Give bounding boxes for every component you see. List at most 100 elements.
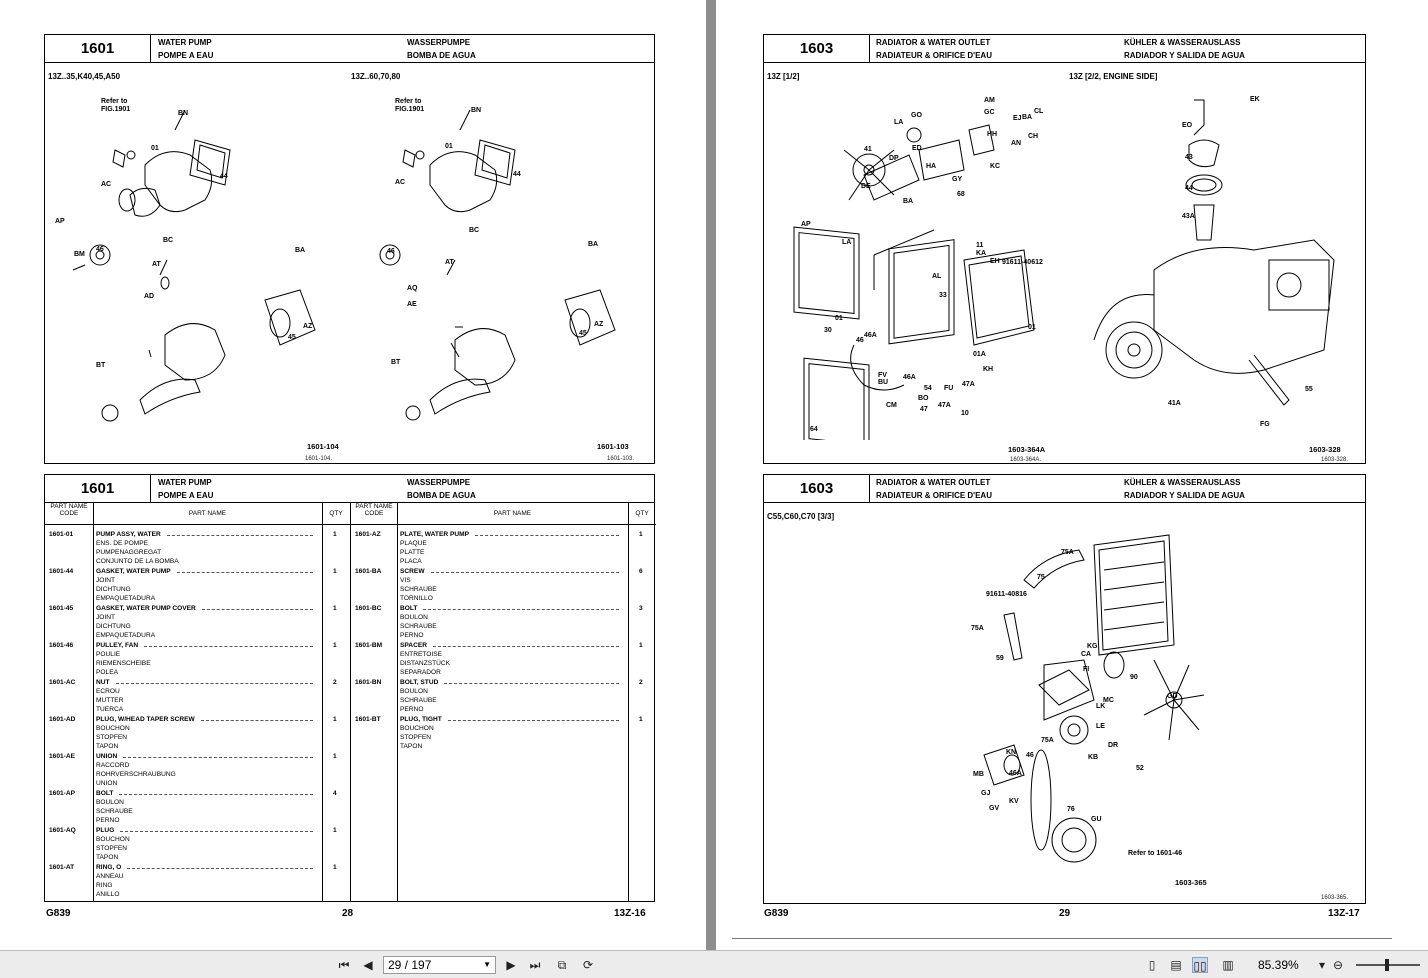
title-es: RADIADOR Y SALIDA DE AGUA: [1124, 491, 1245, 500]
zoom-out-icon[interactable]: ⊖: [1332, 958, 1344, 972]
zoom-slider-handle[interactable]: [1384, 959, 1389, 971]
part-code: 1601-BT: [355, 716, 381, 723]
part-name-translation: ENS. DE POMPE: [96, 540, 149, 548]
callout: 46A: [903, 374, 916, 381]
callout: CL: [1034, 108, 1044, 115]
part-name-translation: RACCORD: [96, 762, 130, 770]
callout: AZ: [594, 321, 604, 328]
continuous-facing-icon[interactable]: ▥: [1222, 958, 1234, 972]
first-page-icon[interactable]: ⏮: [338, 958, 350, 972]
callout: AN: [1011, 140, 1022, 147]
part-name-translation: ROHRVERSCHRAUBUNG: [96, 771, 176, 779]
callout: AT: [152, 261, 161, 268]
callout: AE: [407, 301, 417, 308]
title-fr: POMPE A EAU: [158, 491, 214, 500]
prev-page-icon[interactable]: ◀: [363, 958, 373, 972]
footer-section: 13Z-17: [1328, 908, 1360, 919]
figure-number: 1601: [45, 35, 151, 62]
part-name-translation: TUERCA: [96, 706, 124, 714]
figure-id-small: 1603-365.: [1321, 895, 1349, 901]
part-name-translation: BOUCHON: [96, 725, 130, 733]
figure-sheet-1603-bottom: 1603 RADIATOR & WATER OUTLET RADIATEUR &…: [763, 474, 1366, 904]
single-page-icon[interactable]: ▯: [1148, 958, 1156, 972]
last-page-icon[interactable]: ⏭: [529, 958, 541, 972]
callout: 52: [1136, 765, 1144, 772]
page-divider: [732, 938, 1392, 939]
dot-leader: [201, 609, 313, 610]
page-layout-icon[interactable]: ⧉: [557, 958, 567, 972]
callout: GD: [1167, 693, 1178, 700]
part-name-translation: ECROU: [96, 688, 120, 696]
right-page: 1603 RADIATOR & WATER OUTLET RADIATEUR &…: [716, 0, 1428, 950]
callout: GU: [1091, 816, 1102, 823]
dot-leader: [430, 572, 619, 573]
callout: LA: [842, 239, 852, 246]
part-name-translation: DICHTUNG: [96, 623, 131, 631]
callout: 47A: [938, 402, 951, 409]
callout: ED: [912, 145, 922, 152]
callout: 90: [1130, 674, 1138, 681]
next-page-icon[interactable]: ▶: [506, 958, 516, 972]
figure-id-left: 1603-364A: [1008, 445, 1046, 454]
callout: DP: [889, 155, 899, 162]
callout: EH: [990, 258, 1000, 265]
footer-code: G839: [46, 908, 71, 919]
part-name-translation: JOINT: [96, 577, 116, 585]
title-es: BOMBA DE AGUA: [407, 491, 476, 500]
callout: 64: [810, 426, 818, 433]
part-number-callout: 91611-40612: [1002, 259, 1043, 266]
callout: KV: [1009, 798, 1019, 805]
title-fr: RADIATEUR & ORIFICE D'EAU: [876, 491, 992, 500]
callout: KN: [1006, 749, 1017, 756]
header-qty: QTY: [628, 503, 656, 525]
model-range-left: 13Z [1/2]: [767, 72, 800, 81]
chevron-down-icon[interactable]: ▼: [483, 960, 491, 969]
rotate-icon[interactable]: ⟳: [582, 958, 594, 972]
part-name-translation: EMPAQUETADURA: [96, 595, 156, 603]
part-name-translation: MUTTER: [96, 697, 124, 705]
page-number-field[interactable]: 29 / 197▼: [383, 956, 496, 974]
callout: 46: [387, 248, 395, 255]
part-code: 1601-BN: [355, 679, 382, 686]
callout: GY: [952, 176, 963, 183]
callout: BN: [178, 110, 189, 117]
left-page: 1601 WATER PUMP POMPE A EAU WASSERPUMPE …: [0, 0, 706, 950]
callout: 45: [579, 330, 587, 337]
callout: 47: [920, 406, 928, 413]
callout: MC: [1103, 697, 1114, 704]
part-name-translation: BOUCHON: [96, 836, 130, 844]
part-qty: 4: [333, 790, 337, 797]
part-name-translation: DICHTUNG: [96, 586, 131, 594]
callout: 47A: [962, 381, 975, 388]
footer-page-number: 29: [1059, 908, 1071, 919]
exploded-drawing-right: [379, 109, 616, 421]
continuous-page-icon[interactable]: ▤: [1170, 958, 1182, 972]
part-qty: 1: [333, 716, 337, 723]
dot-leader: [127, 868, 313, 869]
part-name-translation: PERNO: [96, 817, 120, 825]
part-qty: 1: [333, 531, 337, 538]
figure-id-right: 1603-328: [1309, 445, 1341, 454]
title-en: WATER PUMP: [158, 38, 212, 47]
part-name-translation: TORNILLO: [400, 595, 433, 603]
part-qty: 1: [333, 642, 337, 649]
zoom-dropdown-icon[interactable]: ▾: [1318, 958, 1326, 972]
facing-pages-icon[interactable]: ▯▯: [1192, 957, 1208, 973]
callout: 33: [939, 292, 947, 299]
part-qty: 1: [639, 716, 643, 723]
exploded-drawing-left: [72, 109, 316, 422]
title-es: RADIADOR Y SALIDA DE AGUA: [1124, 51, 1245, 60]
callout: DE: [861, 183, 871, 190]
figure-id-right: 1601-103: [597, 442, 629, 451]
part-code: 1601-AE: [49, 753, 76, 760]
